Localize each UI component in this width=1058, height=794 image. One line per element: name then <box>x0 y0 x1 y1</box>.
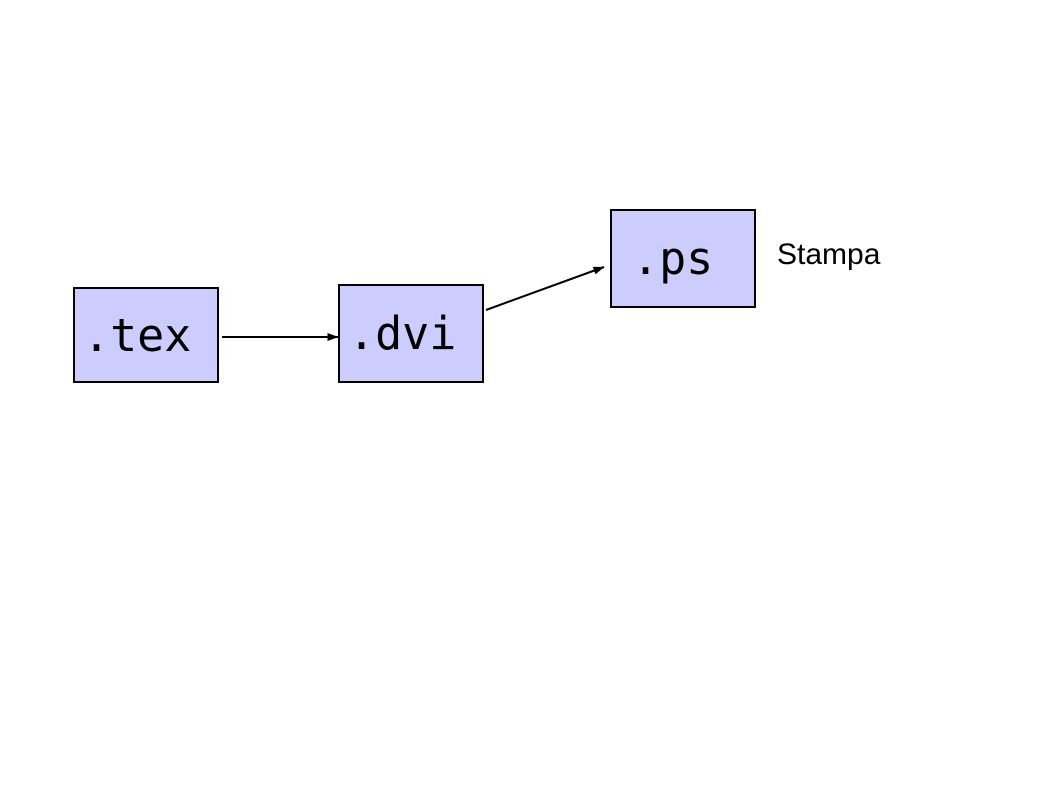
node-dvi[interactable]: .dvi <box>338 284 484 383</box>
node-ps[interactable]: .ps <box>610 209 756 308</box>
node-dvi-label: .dvi <box>348 307 457 360</box>
node-tex-label: .tex <box>83 308 192 362</box>
edge-dvi-to-ps <box>485 266 605 311</box>
node-ps-label: .ps <box>632 232 714 285</box>
node-tex[interactable]: .tex <box>73 287 219 383</box>
annotation-stampa: Stampa <box>777 238 881 271</box>
